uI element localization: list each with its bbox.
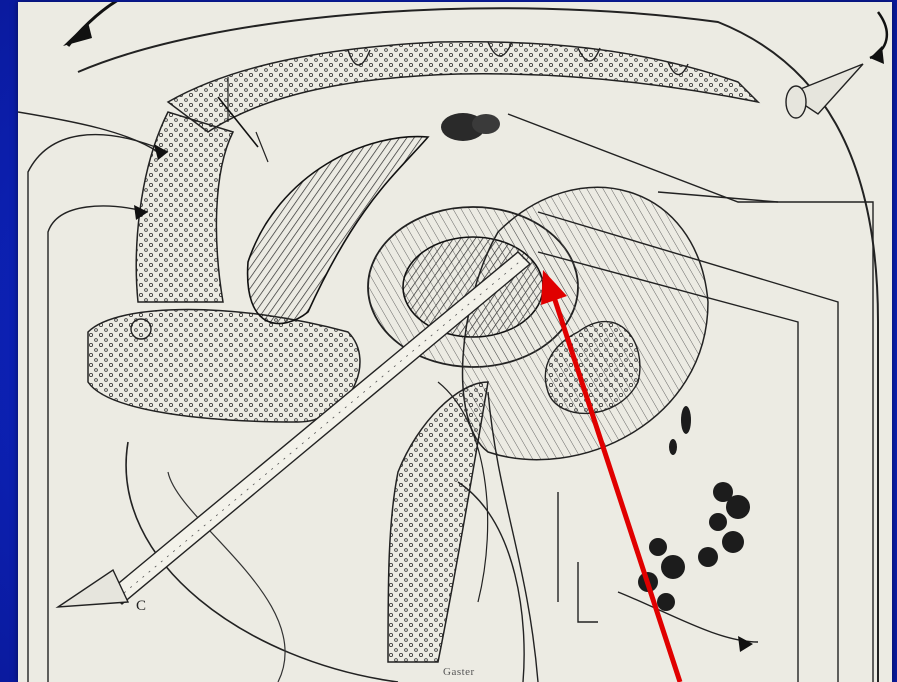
- cone-left: [58, 570, 128, 607]
- body-wall-left: [136, 112, 233, 302]
- bottom-caption-label: Gaster: [443, 666, 475, 678]
- embryo-section-illustration: [18, 2, 892, 682]
- glandular-clusters: [638, 406, 750, 611]
- stalk-lower: [388, 382, 488, 662]
- figure-letter-label: C: [136, 598, 146, 615]
- anatomical-plate: C Gaster: [18, 2, 892, 682]
- gut-tube-left: [88, 310, 360, 423]
